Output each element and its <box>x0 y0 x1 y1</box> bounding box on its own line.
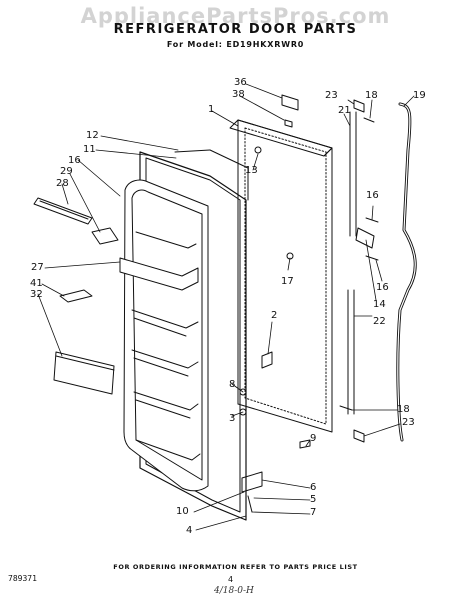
part-14-bracket <box>355 227 375 249</box>
callout-16-right-top: 16 <box>366 190 379 201</box>
callout-16-left: 16 <box>68 155 81 166</box>
inner-door-liner <box>123 179 209 492</box>
door-gasket <box>139 149 249 521</box>
part-23-cap-bottom <box>353 429 365 443</box>
part-32-shelf <box>53 351 115 395</box>
part-6-hinge <box>241 471 263 493</box>
part-18-screw-top <box>363 117 375 123</box>
callout-5: 5 <box>310 494 317 505</box>
callout-21: 21 <box>338 105 351 116</box>
part-21-handle-trim <box>347 111 357 415</box>
callout-36: 36 <box>234 77 247 88</box>
callout-41: 41 <box>30 278 43 289</box>
callout-4: 4 <box>186 525 193 536</box>
callout-28: 28 <box>56 178 69 189</box>
part-9-bushing <box>299 439 311 449</box>
part-7-screw <box>247 495 253 513</box>
callout-29: 29 <box>60 166 73 177</box>
leader-lines <box>37 83 415 531</box>
callout-22: 22 <box>373 316 386 327</box>
part-29-clip <box>91 227 119 245</box>
diagram-title: REFRIGERATOR DOOR PARTS <box>113 22 358 37</box>
callout-32: 32 <box>30 289 43 300</box>
part-2-bracket <box>261 351 273 369</box>
part-18-screw-bottom <box>339 405 353 411</box>
callout-27: 27 <box>31 262 44 273</box>
part-19-handle <box>396 102 417 442</box>
callout-7: 7 <box>310 507 317 518</box>
door-shelves <box>119 231 201 461</box>
callout-19: 19 <box>413 90 426 101</box>
outer-door-panel <box>229 94 333 433</box>
callout-13: 13 <box>245 165 258 176</box>
page-number: 4 <box>228 575 234 584</box>
callout-6: 6 <box>310 482 317 493</box>
callout-12: 12 <box>86 130 99 141</box>
callout-3: 3 <box>229 413 236 424</box>
callout-17: 17 <box>281 276 294 287</box>
callout-11: 11 <box>83 144 96 155</box>
ordering-footer: FOR ORDERING INFORMATION REFER TO PARTS … <box>113 563 358 571</box>
handwritten-note: 4/18-0-H <box>214 586 254 596</box>
callout-23-bottom: 23 <box>402 417 415 428</box>
callout-38: 38 <box>232 89 245 100</box>
watermark: AppliancePartsPros.com <box>80 4 391 28</box>
callout-1: 1 <box>208 104 215 115</box>
callout-23-top: 23 <box>325 90 338 101</box>
part-41-bin <box>59 289 93 303</box>
part-13-plug <box>254 146 262 154</box>
part-23-cap-top <box>353 99 365 113</box>
document-code: 789371 <box>8 574 37 583</box>
part-8-bushing <box>239 388 247 396</box>
callout-9: 9 <box>310 433 317 444</box>
part-3-washer <box>239 408 247 416</box>
callout-2: 2 <box>271 310 278 321</box>
callout-8: 8 <box>229 379 236 390</box>
callout-18-bottom: 18 <box>397 404 410 415</box>
callout-16-right-bottom: 16 <box>376 282 389 293</box>
part-28-rail <box>33 197 93 225</box>
callout-18-top: 18 <box>365 90 378 101</box>
callout-14: 14 <box>373 299 386 310</box>
callout-10: 10 <box>176 506 189 517</box>
model-subtitle: For Model: ED19HKXRWR0 <box>166 40 305 49</box>
